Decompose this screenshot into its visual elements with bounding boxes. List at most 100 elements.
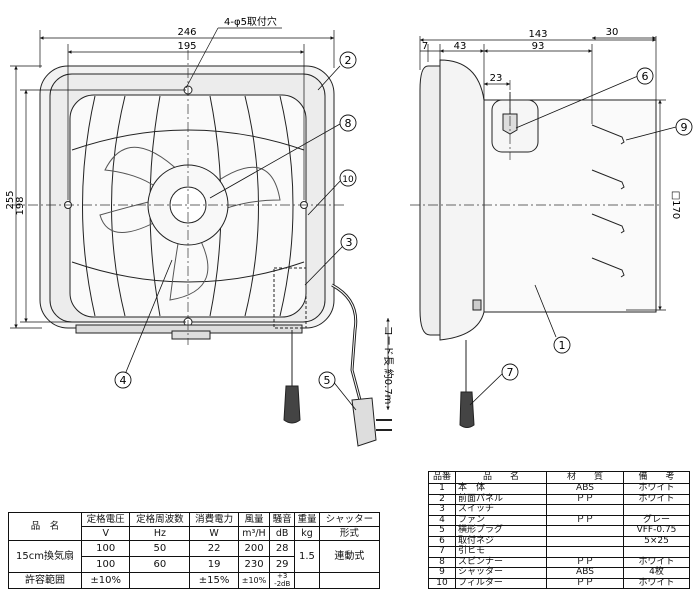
balloon-4 — [114, 371, 132, 389]
spec-unit-shutter: 形式 — [318, 526, 381, 541]
parts-material: ＰＰ — [546, 493, 624, 505]
parts-no: 2 — [428, 493, 456, 505]
parts-no: 7 — [428, 546, 456, 558]
spec-unit-airflow: m³/H — [237, 526, 271, 541]
parts-material: ＰＰ — [546, 556, 624, 568]
spec-cell: 19 — [189, 556, 239, 573]
parts-header-material: 材 質 — [546, 471, 624, 484]
parts-header-remarks: 備 考 — [623, 471, 690, 484]
balloon-2 — [339, 51, 357, 69]
spec-cell: 100 — [81, 540, 131, 557]
spec-header-noise: 騒音 — [269, 512, 296, 527]
parts-no: 3 — [428, 504, 456, 516]
parts-name: 本 体 — [455, 483, 547, 495]
mount-hole-label: 4-φ5取付穴 — [224, 15, 277, 28]
dim-d93: 93 — [532, 41, 545, 52]
dim-mount-pitch-height: 198 — [15, 196, 26, 215]
shutter-blades — [591, 124, 625, 278]
dim-depth-total: 143 — [528, 29, 547, 40]
balloon-1 — [553, 336, 571, 354]
dim-d30: 30 — [606, 27, 619, 38]
spec-tolerance-shutter — [318, 572, 381, 589]
parts-name: フィルター — [455, 577, 547, 589]
side-view — [419, 59, 657, 428]
balloon-1-label: 1 — [559, 339, 566, 352]
parts-no: 5 — [428, 525, 456, 537]
plug-icon — [351, 397, 377, 447]
switch-box — [273, 267, 307, 329]
parts-no: 1 — [428, 483, 456, 495]
spec-tolerance-voltage: ±10% — [81, 572, 131, 589]
spec-unit-weight: kg — [294, 526, 320, 541]
spec-cell: 230 — [237, 556, 271, 573]
spec-cell: 200 — [237, 540, 271, 557]
spec-header-frequency: 定格周波数 — [129, 512, 191, 527]
parts-no: 8 — [428, 556, 456, 568]
spec-weight: 1.5 — [294, 540, 320, 573]
balloon-5-label: 5 — [324, 374, 331, 387]
dim-d7: 7 — [422, 41, 428, 52]
parts-name: 取付ネジ — [455, 535, 547, 547]
parts-header-no: 品番 — [428, 471, 456, 484]
parts-remarks: 5×25 — [623, 535, 690, 547]
parts-remarks: ホワイト — [623, 493, 690, 505]
parts-remarks: 4枚 — [623, 567, 690, 579]
spec-cell: 100 — [81, 556, 131, 573]
parts-material — [546, 535, 624, 547]
spec-unit-power: W — [189, 526, 239, 541]
spec-unit-noise: dB — [269, 526, 296, 541]
balloon-9-label: 9 — [681, 121, 688, 134]
pull-cord-knob — [283, 385, 301, 424]
parts-remarks: ホワイト — [623, 556, 690, 568]
parts-material: ABS — [546, 483, 624, 495]
spec-header-shutter: シャッター — [318, 512, 381, 527]
spec-table: 品 名 定格電圧 定格周波数 消費電力 風量 騒音 重量 シャッター V Hz … — [7, 512, 381, 589]
spec-unit-voltage: V — [81, 526, 131, 541]
noise-tol-minus: -2 — [274, 580, 282, 588]
balloon-10-label: 10 — [342, 175, 354, 185]
parts-remarks: グレー — [623, 514, 690, 526]
switch-tab — [171, 330, 211, 340]
parts-name: シャッター — [455, 567, 547, 579]
parts-no: 6 — [428, 535, 456, 547]
balloon-8-label: 8 — [345, 117, 352, 130]
parts-name: 横形プラグ — [455, 525, 547, 537]
side-switch — [472, 299, 482, 311]
dim-d43: 43 — [454, 41, 467, 52]
side-body — [439, 59, 485, 341]
cord-length-label: コード長 約0.7m — [382, 326, 395, 405]
balloon-10 — [339, 169, 357, 187]
balloon-7 — [501, 363, 519, 381]
parts-material: ABS — [546, 567, 624, 579]
spec-product-name: 15cm換気扇 — [7, 540, 83, 573]
side-panel — [419, 65, 441, 336]
parts-remarks: VFF-0.75 — [623, 525, 690, 537]
dim-shutter: □170 — [670, 191, 681, 220]
spec-tolerance-weight — [294, 572, 320, 589]
balloon-9 — [675, 118, 693, 136]
fan-hub — [169, 186, 207, 224]
spec-tolerance-power: ±15% — [189, 572, 239, 589]
parts-name: スピンナー — [455, 556, 547, 568]
spec-tolerance-airflow: ±10% — [237, 572, 271, 589]
spec-header-name: 品 名 — [7, 512, 83, 541]
parts-name: スイッチ — [455, 504, 547, 516]
balloon-6 — [636, 67, 654, 85]
dim-d23: 23 — [490, 73, 503, 84]
parts-header-name: 品 名 — [455, 471, 547, 484]
spec-cell: 50 — [129, 540, 191, 557]
parts-name: 引ヒモ — [455, 546, 547, 558]
dim-mount-pitch-width: 195 — [177, 41, 196, 52]
parts-no: 10 — [428, 577, 456, 589]
parts-name: ファン — [455, 514, 547, 526]
parts-no: 9 — [428, 567, 456, 579]
spec-header-weight: 重量 — [294, 512, 320, 527]
spec-tolerance-noise: +3 -2dB — [269, 572, 296, 589]
parts-name: 前面パネル — [455, 493, 547, 505]
parts-remarks: ホワイト — [623, 577, 690, 589]
